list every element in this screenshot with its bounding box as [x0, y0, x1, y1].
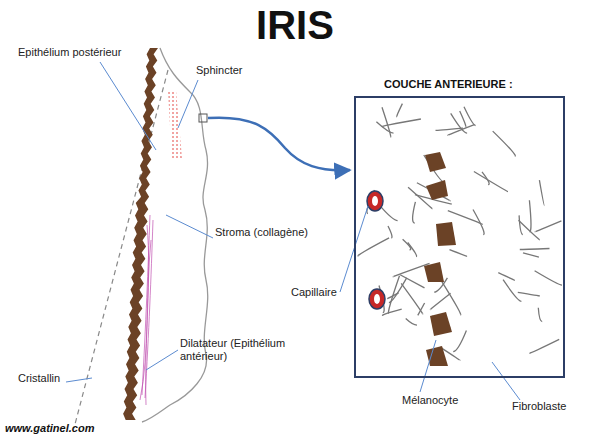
fibroblast-stroke [498, 273, 515, 281]
fibroblast-stroke [382, 107, 391, 137]
posterior-epithelium [123, 48, 158, 420]
part-label: Mélanocyte [402, 394, 458, 407]
part-label: Fibroblaste [512, 400, 566, 413]
part-label: Sphincter [196, 64, 242, 77]
part-label: Dilatateur (Epithélium antérieur) [180, 337, 290, 363]
fibroblast-stroke [418, 303, 425, 315]
fibroblast-stroke [448, 211, 483, 225]
fibroblast-stroke [436, 128, 464, 130]
fibroblast-stroke [493, 131, 516, 156]
fibroblast-stroke [401, 283, 422, 314]
fibroblast-stroke [535, 221, 561, 232]
fibroblast-stroke [388, 226, 392, 238]
fibroblast-stroke [358, 238, 389, 256]
sphincter-muscle [168, 90, 182, 160]
fibroblast-stroke [482, 172, 489, 185]
fibroblast-stroke [430, 293, 450, 309]
part-label: Stroma (collagène) [215, 226, 310, 239]
fibroblast-stroke [453, 331, 466, 352]
capillaries [367, 191, 385, 309]
fibroblast-stroke [519, 215, 523, 234]
fibroblast-stroke [397, 104, 403, 117]
fibroblast-stroke [539, 180, 544, 205]
leader-lines [66, 62, 520, 400]
lens-line [74, 70, 168, 428]
fibroblast-stroke [529, 200, 531, 232]
title: IRIS [0, 2, 590, 48]
fibroblast-stroke [460, 111, 466, 127]
fibroblast-stroke [529, 339, 559, 353]
melanocytes [424, 152, 456, 366]
fibroblast-network [358, 104, 562, 361]
fibroblast-stroke [388, 276, 399, 314]
fibroblast-stroke [406, 319, 417, 326]
inset-heading: COUCHE ANTERIEURE : [384, 78, 513, 91]
fibroblast-stroke [535, 271, 562, 285]
fibroblast-stroke [376, 122, 393, 133]
fibroblast-stroke [464, 107, 476, 126]
fibroblast-stroke [518, 292, 540, 296]
inset-box: COUCHE ANTERIEURE : [354, 96, 565, 378]
fibroblast-stroke [448, 125, 475, 136]
fibroblast-stroke [383, 309, 402, 315]
fibroblast-stroke [520, 249, 550, 250]
fibroblast-stroke [413, 202, 416, 223]
fibroblast-stroke [503, 280, 521, 302]
part-label: Capillaire [291, 286, 337, 299]
fibroblast-stroke [523, 253, 539, 257]
fibroblast-stroke [393, 263, 429, 276]
fibroblast-stroke [538, 308, 542, 322]
watermark: www.gatinel.com [5, 422, 94, 435]
part-label: Epithélium postérieur [18, 46, 121, 59]
zoom-arrow [208, 118, 350, 171]
stroma-outline [142, 48, 208, 422]
fibroblast-stroke [474, 172, 508, 192]
fibroblast-stroke [450, 250, 468, 257]
zoom-square [199, 114, 207, 122]
fibroblast-stroke [408, 243, 417, 257]
fibroblast-stroke [403, 239, 411, 250]
fibroblast-stroke [519, 220, 540, 240]
part-label: Cristallin [18, 372, 60, 385]
fibroblast-stroke [380, 206, 398, 221]
